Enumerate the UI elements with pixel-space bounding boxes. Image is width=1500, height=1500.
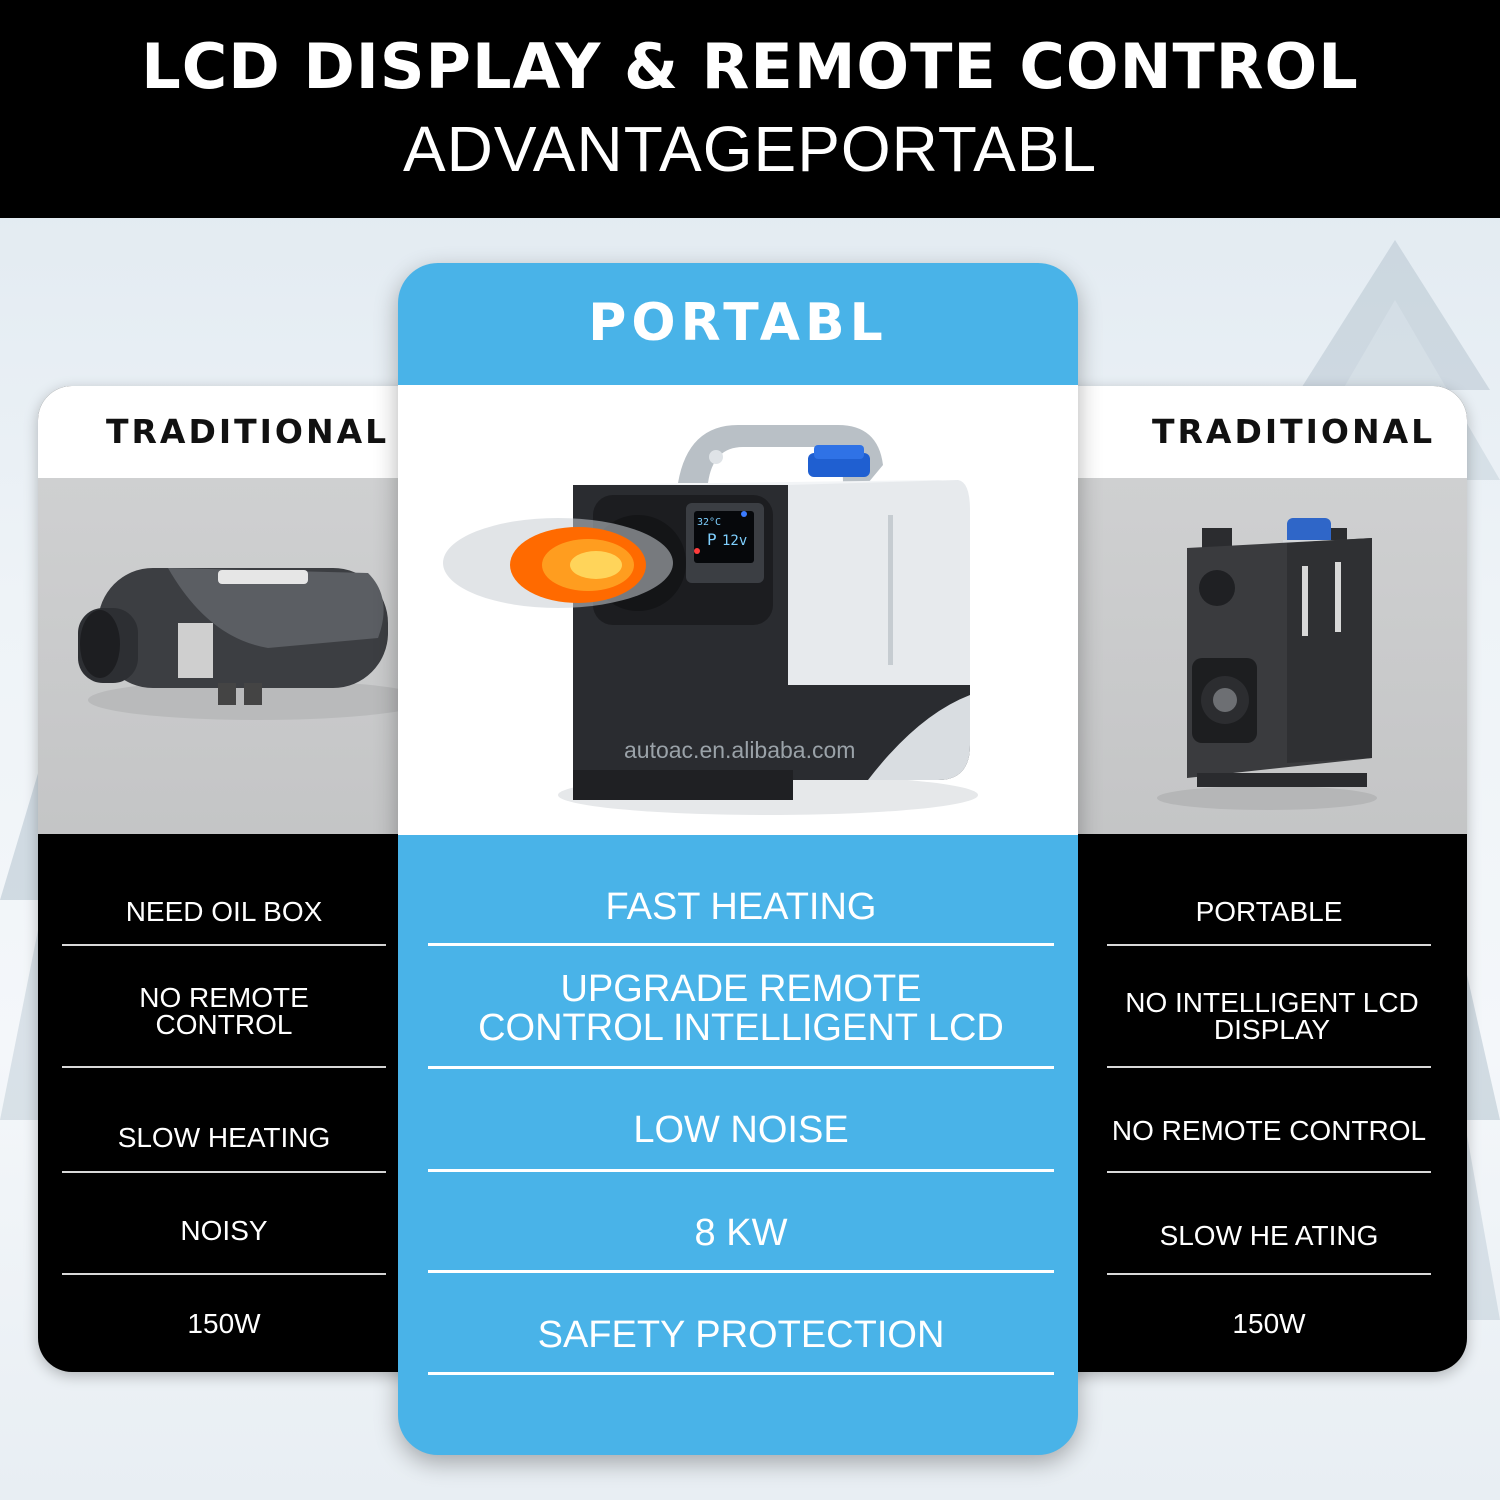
product-photo-portable-heater: 32°C P 12v autoac.en.alibaba.com bbox=[398, 385, 1078, 835]
header-banner: LCD DISPLAY & REMOTE CONTROL ADVANTAGEPO… bbox=[0, 0, 1500, 218]
divider bbox=[428, 1270, 1054, 1273]
list-item: LOW NOISE bbox=[633, 1109, 849, 1151]
list-item: NOISY bbox=[180, 1215, 268, 1246]
divider bbox=[62, 1273, 386, 1275]
lcd-temp: 32°C bbox=[697, 517, 721, 528]
card-label: TRADITIONAL bbox=[1152, 412, 1436, 451]
divider bbox=[428, 1169, 1054, 1172]
list-item: 150W bbox=[187, 1308, 261, 1339]
page-subtitle: ADVANTAGEPORTABL bbox=[402, 113, 1098, 185]
divider bbox=[62, 944, 386, 946]
divider bbox=[428, 1372, 1054, 1375]
list-item: 150W bbox=[1232, 1308, 1306, 1339]
card-header: TRADITIONAL bbox=[1037, 386, 1467, 478]
product-photo-traditional-heater bbox=[38, 478, 468, 834]
divider bbox=[62, 1066, 386, 1068]
list-item: SAFETY PROTECTION bbox=[537, 1314, 945, 1356]
lcd-voltage: 12v bbox=[722, 533, 747, 549]
list-item: NEED OIL BOX bbox=[125, 896, 323, 927]
divider bbox=[428, 1066, 1054, 1069]
card-label: TRADITIONAL bbox=[106, 412, 390, 451]
divider bbox=[1107, 1066, 1431, 1068]
card-label: PORTABL bbox=[588, 293, 888, 353]
card-header: TRADITIONAL bbox=[38, 386, 468, 478]
product-photo-traditional-box-heater bbox=[1037, 478, 1467, 834]
divider bbox=[428, 943, 1054, 946]
divider bbox=[1107, 1171, 1431, 1173]
divider bbox=[1107, 944, 1431, 946]
list-item: 8 KW bbox=[694, 1212, 788, 1254]
portabl-card: PORTABL 32°C P 12v bbox=[398, 263, 1078, 1455]
divider bbox=[62, 1171, 386, 1173]
list-item: UPGRADE REMOTE CONTROL INTELLIGENT LCD bbox=[478, 968, 1004, 1049]
lcd-mode: P bbox=[707, 530, 717, 549]
list-item: SLOW HEATING bbox=[117, 1122, 331, 1153]
feature-list: PORTABLE NO INTELLIGENT LCD DISPLAY NO R… bbox=[1037, 834, 1467, 1372]
list-item: FAST HEATING bbox=[605, 886, 877, 928]
page-title: LCD DISPLAY & REMOTE CONTROL bbox=[141, 30, 1359, 103]
list-item: PORTABLE bbox=[1195, 896, 1343, 927]
traditional-card-left: TRADITIONAL NEED OIL BOX NO REMOTE CONTR… bbox=[38, 386, 468, 1372]
list-item: NO REMOTE CONTROL bbox=[1111, 1115, 1427, 1146]
feature-list: NEED OIL BOX NO REMOTE CONTROL SLOW HEAT… bbox=[38, 834, 468, 1372]
list-item: SLOW HE ATING bbox=[1159, 1220, 1379, 1251]
flame-icon bbox=[443, 518, 673, 608]
divider bbox=[1107, 1273, 1431, 1275]
watermark: autoac.en.alibaba.com bbox=[624, 737, 856, 763]
list-item: NO INTELLIGENT LCD DISPLAY bbox=[1125, 987, 1419, 1045]
list-item: NO REMOTE CONTROL bbox=[139, 982, 309, 1040]
traditional-card-right: TRADITIONAL PORTABLE NO INTELLIGENT LCD … bbox=[1037, 386, 1467, 1372]
